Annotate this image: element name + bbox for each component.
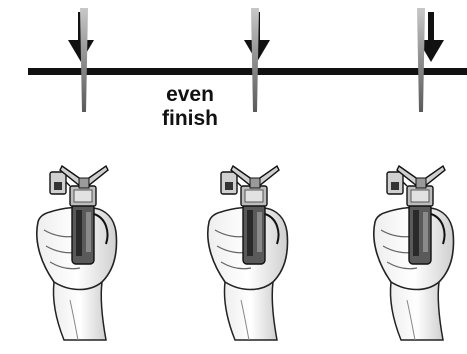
- spray-gun-in-hand-icon: [206, 7, 289, 341]
- spray-gun-in-hand-icon: [35, 7, 118, 341]
- caption-line-1: even: [166, 83, 214, 106]
- spray-gun-in-hand-icon: [372, 7, 455, 341]
- even-finish-caption: even finish: [140, 83, 240, 131]
- caption-line-2: finish: [162, 107, 218, 130]
- surface-line: [28, 68, 467, 75]
